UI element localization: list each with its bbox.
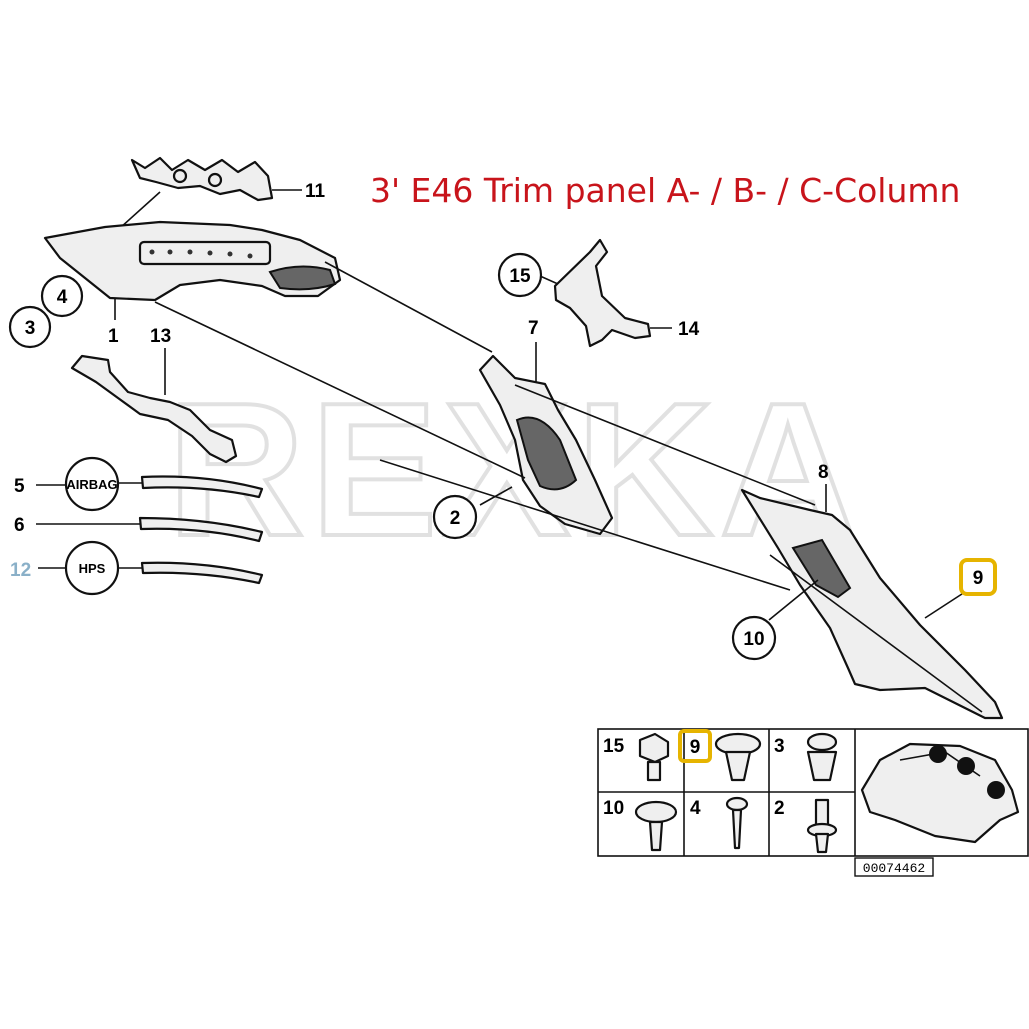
table-cell-9-highlight bbox=[678, 729, 712, 763]
callout-13[interactable]: 13 bbox=[150, 326, 171, 347]
connection-lines bbox=[154, 261, 983, 713]
part-11-clip-strip bbox=[130, 156, 302, 202]
svg-text:2: 2 bbox=[450, 508, 461, 529]
part-7-b-column-upper bbox=[478, 342, 614, 536]
svg-text:10: 10 bbox=[743, 629, 764, 650]
washer-screw-icon bbox=[634, 800, 678, 852]
callout-7[interactable]: 7 bbox=[528, 318, 539, 339]
callout-4[interactable]: 4 bbox=[40, 274, 84, 318]
callout-8[interactable]: 8 bbox=[818, 462, 829, 483]
callout-12[interactable]: 12 bbox=[10, 560, 31, 581]
part-1-a-column-trim bbox=[43, 220, 342, 320]
fastener-table: 15 9 3 10 4 2 bbox=[597, 728, 1029, 857]
callout-6[interactable]: 6 bbox=[14, 515, 25, 536]
svg-text:9: 9 bbox=[973, 568, 984, 589]
callout-11[interactable]: 11 bbox=[305, 181, 326, 202]
svg-text:4: 4 bbox=[57, 287, 68, 308]
clip-fastener-icon bbox=[714, 732, 762, 782]
svg-text:HPS: HPS bbox=[79, 561, 106, 576]
table-cell-15: 15 bbox=[603, 736, 625, 757]
part-13-bracket bbox=[70, 348, 238, 464]
svg-text:15: 15 bbox=[509, 266, 531, 287]
callout-5[interactable]: 5 bbox=[14, 476, 25, 497]
seal-strip-6 bbox=[36, 516, 264, 543]
car-location-icon bbox=[860, 742, 1020, 844]
callout-airbag[interactable]: AIRBAG bbox=[64, 456, 120, 512]
leader-11 bbox=[119, 191, 161, 229]
table-cell-3: 3 bbox=[774, 736, 785, 757]
svg-text:00074462: 00074462 bbox=[863, 861, 925, 876]
callout-2[interactable]: 2 bbox=[432, 494, 478, 540]
seal-strip-5 bbox=[36, 475, 264, 499]
callout-14[interactable]: 14 bbox=[678, 319, 700, 340]
self-tapping-screw-icon bbox=[725, 796, 749, 850]
nut-fastener-icon bbox=[638, 732, 670, 782]
svg-text:3: 3 bbox=[25, 318, 36, 339]
part-8-c-column bbox=[740, 484, 1004, 720]
push-rivet-icon bbox=[806, 732, 838, 782]
expanding-rivet-icon bbox=[806, 798, 838, 854]
part-14-bracket bbox=[539, 238, 672, 348]
diagram-title: 3' E46 Trim panel A- / B- / C-Column bbox=[370, 171, 960, 210]
callout-hps[interactable]: HPS bbox=[64, 540, 120, 596]
table-cell-4: 4 bbox=[690, 798, 701, 819]
seal-strip-12 bbox=[38, 561, 264, 585]
svg-text:AIRBAG: AIRBAG bbox=[66, 477, 117, 492]
callout-1[interactable]: 1 bbox=[108, 326, 119, 347]
callout-9-highlighted[interactable]: 9 bbox=[959, 558, 997, 596]
callout-15[interactable]: 15 bbox=[497, 252, 543, 298]
table-cell-9: 9 bbox=[690, 737, 701, 758]
reference-number-box: 00074462 bbox=[854, 857, 934, 877]
callout-3[interactable]: 3 bbox=[8, 305, 52, 349]
table-cell-2: 2 bbox=[774, 798, 785, 819]
callout-10[interactable]: 10 bbox=[731, 615, 777, 661]
table-cell-10: 10 bbox=[603, 798, 624, 819]
